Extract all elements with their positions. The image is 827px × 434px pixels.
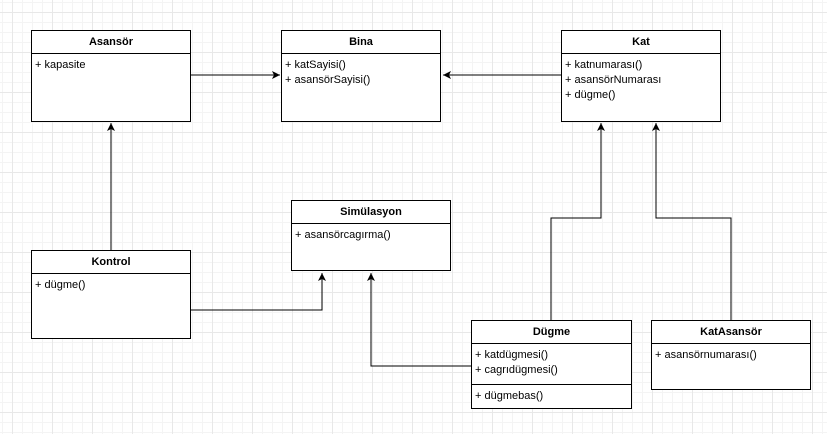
attribute-list: + dügme() (32, 274, 190, 293)
class-box-simulasyon[interactable]: Simülasyon + asansörcagırma() (291, 200, 451, 271)
attribute-item: + kapasite (35, 59, 86, 71)
edge-katasansor-to-kat (652, 123, 732, 320)
attribute-list: + kapasite (32, 54, 190, 73)
class-title: Kontrol (32, 251, 190, 274)
attribute-item: + asansörSayisi() (285, 74, 371, 86)
operation-list: + dügmebas() (472, 384, 631, 404)
attribute-item: + asansörnumarası() (655, 349, 757, 361)
edge-kontrol-to-simulasyon (191, 273, 326, 311)
attribute-item: + katdügmesi() (475, 349, 549, 361)
class-title: Kat (562, 31, 720, 54)
edge-dugme-to-simulasyon (367, 273, 471, 367)
attribute-list: + asansörcagırma() (292, 224, 450, 243)
class-box-asansor[interactable]: Asansör + kapasite (31, 30, 191, 122)
class-title: Asansör (32, 31, 190, 54)
class-title: KatAsansör (652, 321, 810, 344)
class-box-dugme[interactable]: Dügme + katdügmesi() + cagrıdügmesi() + … (471, 320, 632, 409)
attribute-item: + asansörNumarası (565, 74, 662, 86)
class-title: Bina (282, 31, 440, 54)
class-title: Dügme (472, 321, 631, 344)
attribute-list: + katnumarası() + asansörNumarası + dügm… (562, 54, 720, 103)
attribute-item: + cagrıdügmesi() (475, 364, 558, 376)
class-box-bina[interactable]: Bina + katSayisi() + asansörSayisi() (281, 30, 441, 122)
attribute-list: + katSayisi() + asansörSayisi() (282, 54, 440, 88)
class-box-kontrol[interactable]: Kontrol + dügme() (31, 250, 191, 339)
class-title: Simülasyon (292, 201, 450, 224)
edge-dugme-to-kat (550, 123, 605, 320)
attribute-list: + asansörnumarası() (652, 344, 810, 363)
attribute-list: + katdügmesi() + cagrıdügmesi() (472, 344, 631, 378)
class-box-katasansor[interactable]: KatAsansör + asansörnumarası() (651, 320, 811, 390)
attribute-item: + dügme() (35, 279, 86, 291)
attribute-item: + dügme() (565, 89, 616, 101)
attribute-item: + katnumarası() (565, 59, 643, 71)
attribute-item: + asansörcagırma() (295, 229, 391, 241)
class-box-kat[interactable]: Kat + katnumarası() + asansörNumarası + … (561, 30, 721, 122)
attribute-item: + katSayisi() (285, 59, 346, 71)
operation-item: + dügmebas() (475, 390, 544, 402)
